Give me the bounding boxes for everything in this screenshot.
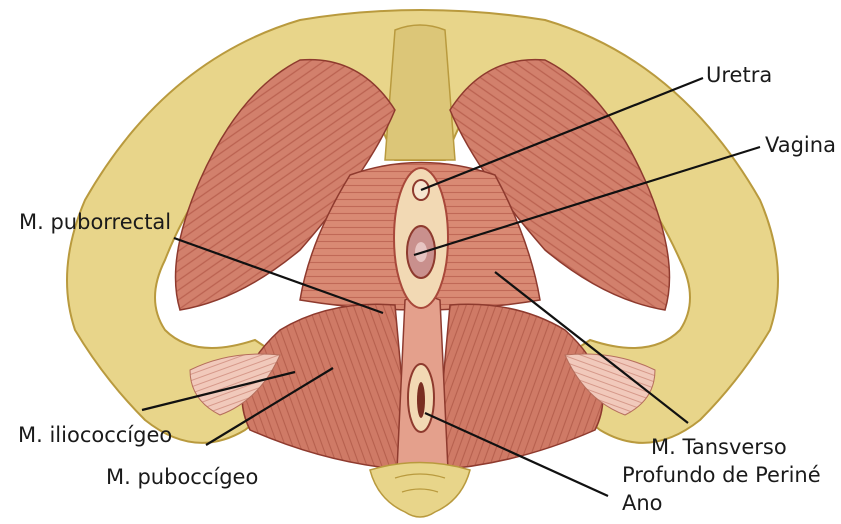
label-ano: Ano bbox=[622, 491, 663, 515]
right-levator-muscle bbox=[435, 304, 603, 470]
label-puboccigeo: M. puboccígeo bbox=[106, 465, 258, 489]
label-iliococcigeo: M. iliococcígeo bbox=[18, 423, 172, 447]
left-levator-muscle bbox=[242, 304, 410, 470]
label-transverso-line1: M. Tansverso bbox=[651, 435, 787, 459]
pubic-symphysis bbox=[385, 25, 455, 160]
label-transverso-line2: Profundo de Periné bbox=[622, 463, 821, 487]
coccyx bbox=[370, 463, 470, 518]
label-vagina: Vagina bbox=[765, 133, 836, 157]
label-puborrectal: M. puborrectal bbox=[19, 210, 171, 234]
label-uretra: Uretra bbox=[706, 63, 772, 87]
